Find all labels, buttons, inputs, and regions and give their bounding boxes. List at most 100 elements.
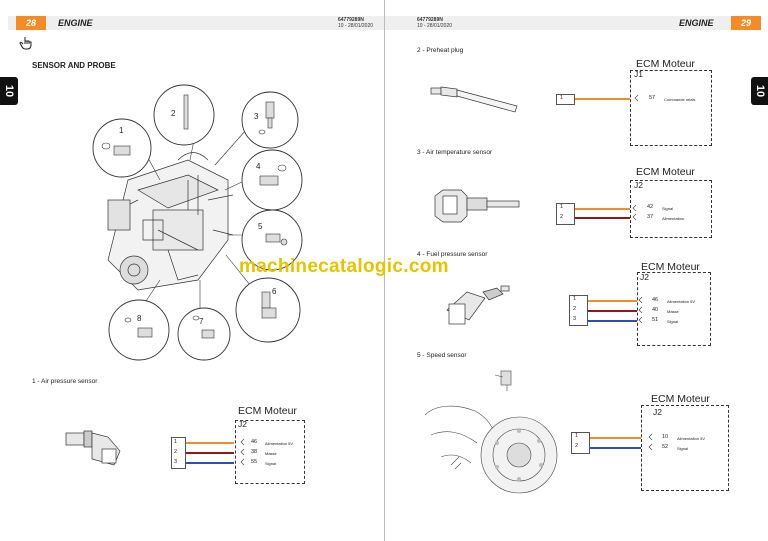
callout-label: 1 [119,126,124,135]
pin-number: 1 [575,433,579,439]
chapter-tab: 10 [751,77,768,105]
wire-blue [186,462,234,464]
chapter-tab: 10 [0,77,18,105]
signal-label: Signal [677,446,689,451]
ecm-pin-number: 55 [251,459,258,465]
signal-label: Alimentation 5V [677,436,706,441]
connector-pin-block [571,432,590,454]
connector-pin-block [171,437,186,469]
page-header: 64779289N 10 - 28/01/2020 ENGINE 29 [385,16,761,30]
wire-orange [186,442,234,444]
preheat-plug-image [430,86,518,113]
header-title: ENGINE [58,18,93,28]
wire-maroon [575,217,630,219]
pin-number: 1 [560,95,564,101]
ecm-box [641,405,729,491]
pin-number: 1 [560,204,564,210]
wire-orange [575,208,630,210]
connector-label: J2 [238,419,247,429]
signal-label: Alimentation [662,216,685,221]
ecm-pin-number: 46 [652,297,659,303]
wire-orange [588,300,637,302]
pin-number: 2 [573,306,577,312]
caption-preheat-plug: 2 - Preheat plug [417,47,464,54]
signal-label: Alimentation 5V [265,441,294,446]
signal-label: Signal [667,319,679,324]
signal-label: Commande relais [664,97,696,102]
left-page: 28 ENGINE 64779289N 10 - 28/01/2020 10 S… [0,16,384,484]
air-pressure-sensor-image [65,430,121,466]
wire-blue [590,447,641,449]
wire-orange [575,98,630,100]
ecm-pin-number: 42 [647,204,654,210]
wire-maroon [588,310,637,312]
doc-code: 64779289N [417,17,443,23]
wire-blue [588,320,637,322]
callout-label: 3 [254,112,259,121]
ecm-pin-number: 51 [652,317,659,323]
ecm-title: ECM Moteur [636,58,695,70]
ecm-pin-number: 38 [251,449,258,455]
connector-label: J2 [634,180,643,190]
wire-orange [590,437,641,439]
ecm-title: ECM Moteur [636,166,695,178]
ecm-title: ECM Moteur [651,393,710,405]
ecm-pin-number: 57 [649,95,656,101]
header-title: ENGINE [679,18,714,28]
caption-fuel-pressure: 4 - Fuel pressure sensor [417,251,488,258]
page-number: 28 [16,16,46,30]
signal-label: Masse [265,451,277,456]
caption-air-temperature: 3 - Air temperature sensor [417,149,493,156]
caption-speed-sensor: 5 - Speed sensor [417,352,467,359]
pin-number: 1 [573,296,577,302]
ecm-pin-number: 52 [662,444,669,450]
page-header: 28 ENGINE 64779289N 10 - 28/01/2020 [8,16,384,30]
pin-number: 3 [174,459,178,465]
callout-label: 8 [137,314,142,323]
pin-number: 1 [174,439,178,445]
callout-label: 2 [171,109,176,118]
signal-label: Masse [667,309,679,314]
ecm-title: ECM Moteur [641,261,700,273]
connector-label: J2 [653,407,662,417]
right-page: 64779289N 10 - 28/01/2020 ENGINE 29 10 2… [384,0,768,541]
pin-number: 2 [174,449,178,455]
ecm-pin-number: 37 [647,214,654,220]
connector-pin-block [556,203,575,225]
section-title: SENSOR AND PROBE [32,61,116,70]
callout-label: 6 [272,287,277,296]
pin-number: 2 [560,214,564,220]
engine-illustration [107,152,234,291]
connector-pin-block [569,295,588,326]
callout-label: 5 [258,222,263,231]
hand-pointer-icon[interactable] [19,36,34,50]
wire-maroon [186,452,234,454]
pin-number: 3 [573,316,577,322]
callout-leaders [92,84,303,361]
ecm-title: ECM Moteur [238,405,297,417]
watermark-text: machinecatalogic.com [239,256,449,277]
ecm-pin-number: 40 [652,307,659,313]
connector-pin-block [556,94,575,105]
signal-label: Signal [662,206,674,211]
fuel-pressure-sensor-image [446,285,510,325]
ecm-box [637,272,711,346]
doc-date: 10 - 28/01/2020 [417,23,453,29]
ecm-box [630,70,712,146]
ecm-box [630,180,712,238]
connector-label: J2 [640,272,649,282]
signal-label: Signal [265,461,277,466]
signal-label: Alimentation 5V [667,299,696,304]
callout-label: 4 [256,162,261,171]
connector-label: J1 [634,69,643,79]
doc-code: 64779289N [338,17,364,23]
pin-number: 2 [575,443,579,449]
air-temperature-sensor-image [434,189,520,223]
doc-date: 10 - 28/01/2020 [338,23,374,29]
speed-sensor-image [424,370,558,494]
ecm-pin-number: 10 [662,434,669,440]
callout-label: 7 [199,317,204,326]
ecm-pin-number: 46 [251,439,258,445]
page-number: 29 [731,16,761,30]
ecm-box [235,420,305,484]
